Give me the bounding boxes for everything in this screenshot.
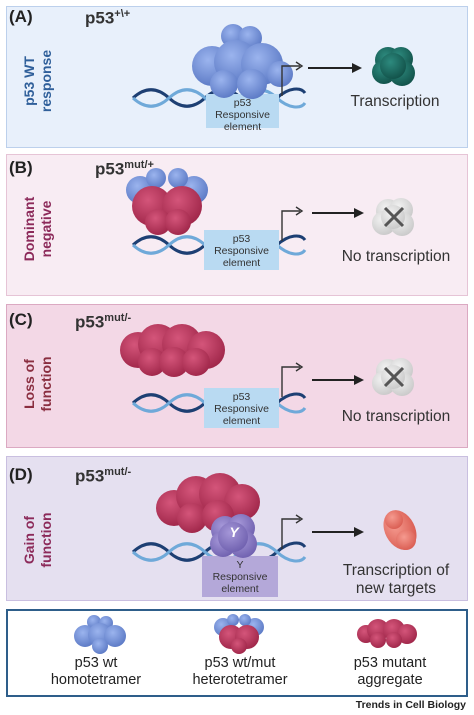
transcription-start-arrow xyxy=(281,514,304,549)
p53-mutant-aggregate xyxy=(156,473,260,533)
outcome-label: Transcription xyxy=(350,93,440,110)
panel-d-genotype: p53mut/- xyxy=(75,466,132,486)
panel-a-letter: (A) xyxy=(9,7,33,26)
transcription-start-arrow xyxy=(281,206,304,241)
transcription-start-arrow xyxy=(281,61,304,96)
salmon-blob-icon xyxy=(383,510,417,550)
journal-footer: Trends in Cell Biology xyxy=(355,699,466,711)
panel-b-letter: (B) xyxy=(9,158,33,177)
y-protein-label: Y xyxy=(229,524,239,540)
panel-c-genotype: p53mut/- xyxy=(75,312,132,332)
mutant-aggregate-icon xyxy=(357,619,417,648)
panel-d-letter: (D) xyxy=(9,465,33,484)
transcription-start-arrow xyxy=(281,362,304,397)
outcome-label: No transcription xyxy=(341,248,451,265)
panel-c-letter: (C) xyxy=(9,310,33,329)
p53-wt-homotetramer xyxy=(192,24,293,99)
outcome-label: No transcription xyxy=(341,408,451,425)
panel-b-genotype: p53mut/+ xyxy=(95,159,154,179)
p53-mutant-aggregate xyxy=(120,324,225,377)
p53-heterotetramer xyxy=(126,168,208,235)
y-protein-icon xyxy=(210,514,257,558)
heterotetramer-icon xyxy=(214,614,264,654)
no-transcription-x-icon xyxy=(372,358,414,396)
result-arrow xyxy=(312,375,364,385)
result-arrow xyxy=(312,527,364,537)
result-arrow xyxy=(308,63,362,73)
no-transcription-x-icon xyxy=(372,198,414,236)
panel-a-genotype: p53+\+ xyxy=(85,8,131,28)
result-arrow xyxy=(312,208,364,218)
teal-blob-icon xyxy=(372,47,415,86)
wt-homotetramer-icon xyxy=(74,615,126,654)
